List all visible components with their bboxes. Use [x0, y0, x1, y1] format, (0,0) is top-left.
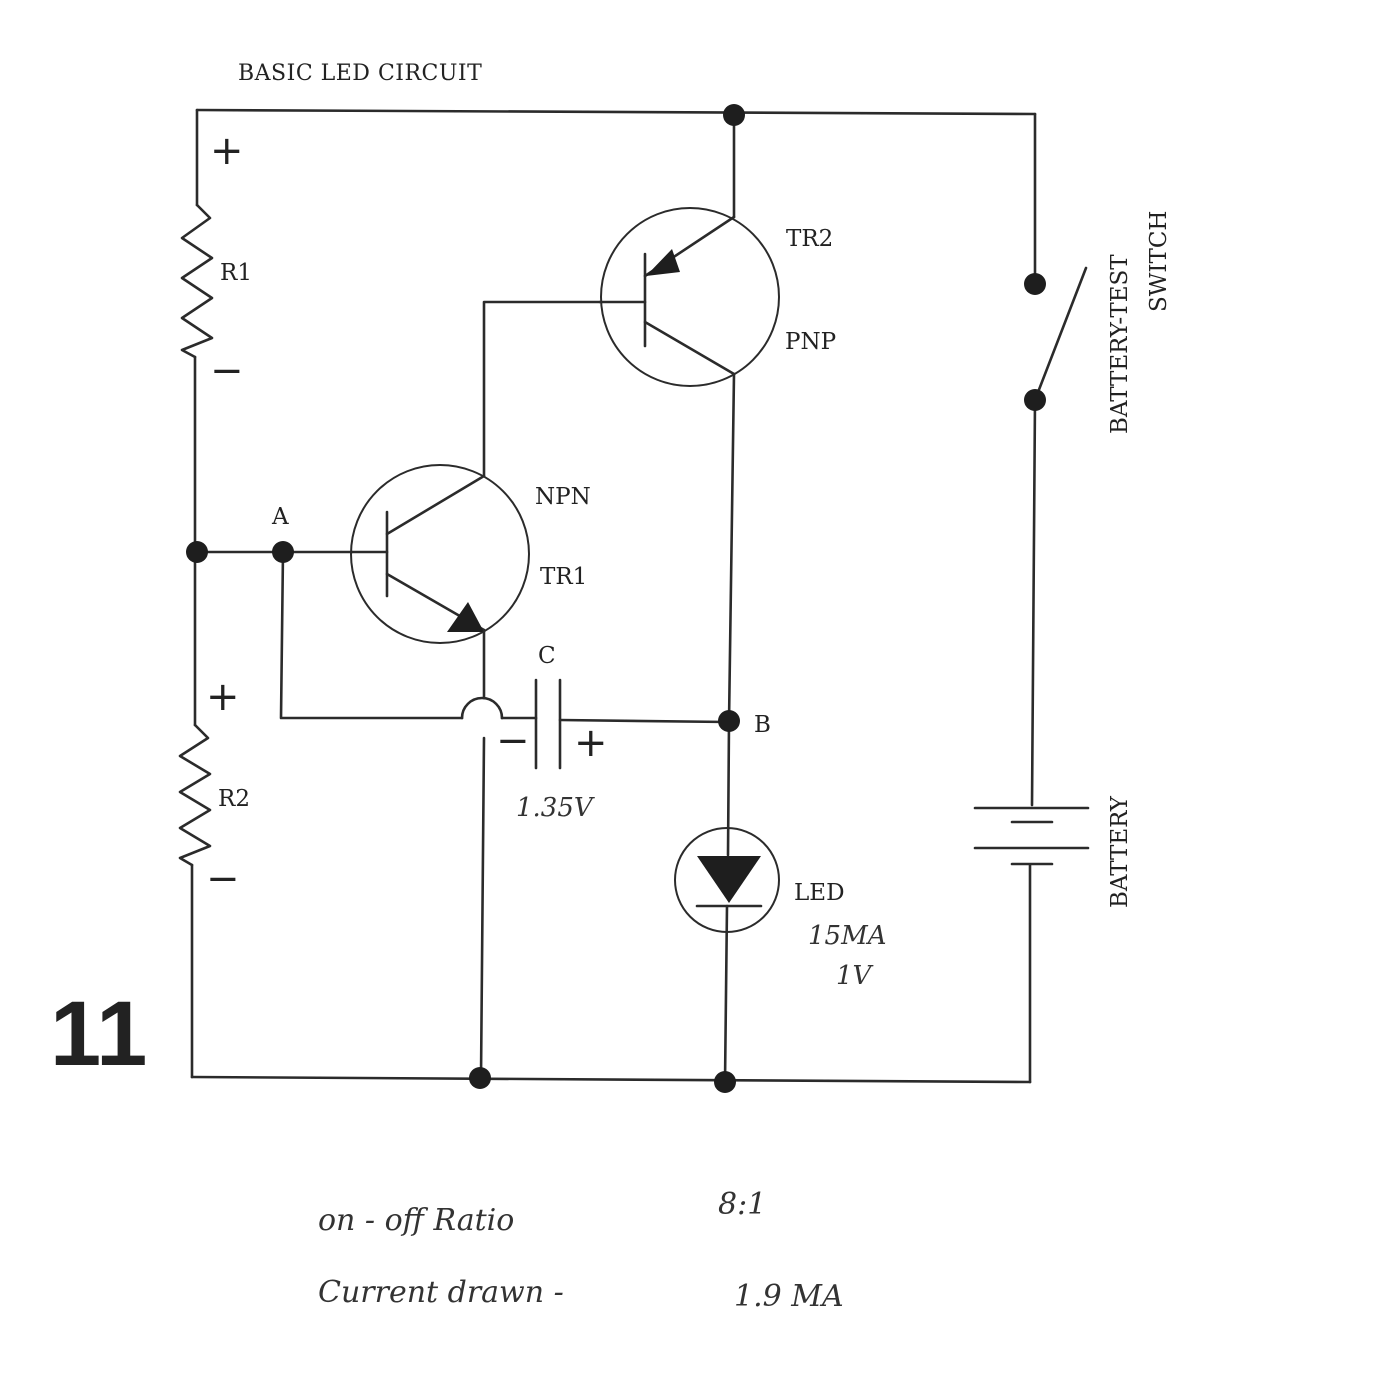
tr1-label: TR1 [540, 564, 587, 590]
cap-right-lead [558, 718, 730, 724]
switch-label-line1: BATTERY-TEST [1107, 254, 1133, 434]
junction-top [723, 104, 745, 126]
tr2-collector-wire [727, 372, 736, 724]
junction-bottom-left [469, 1067, 491, 1089]
r1-plus-sign: + [210, 128, 244, 174]
node-b-label: B [754, 712, 771, 738]
capacitor-label: C [538, 643, 556, 669]
battery-label: BATTERY [1107, 795, 1133, 908]
capacitor-plus-sign: + [574, 720, 608, 766]
tr1-emitter-arrow [447, 602, 484, 632]
diagram-title: BASIC LED CIRCUIT [238, 61, 482, 86]
capacitor-voltage-note: 1.35V [516, 793, 595, 823]
tr2-collector [643, 320, 736, 376]
led-label: LED [794, 880, 845, 906]
capacitor-minus-sign: − [496, 718, 530, 764]
r1-label: R1 [220, 260, 252, 286]
tr1-type-label: NPN [535, 484, 591, 510]
r2-plus-sign: + [206, 674, 240, 720]
wire-crossover-hop [460, 696, 504, 720]
r2-label: R2 [218, 786, 250, 812]
led-current-note: 15MA [808, 921, 886, 951]
tr2-transistor-body [600, 207, 780, 387]
switch-contact-top [1024, 273, 1046, 295]
r1-minus-sign: − [210, 348, 244, 394]
led-anode-wire [726, 720, 731, 857]
note-current-value: 1.9 MA [734, 1279, 844, 1314]
led-triangle [697, 856, 761, 903]
junction-bottom-right [714, 1071, 736, 1093]
tr2-label: TR2 [786, 226, 833, 252]
node-a-to-cap-wire [279, 550, 464, 720]
battery-test-switch-lever [1033, 266, 1088, 402]
note-current-label: Current drawn - [318, 1275, 564, 1310]
node-a-dot [272, 541, 294, 563]
switch-contact-bottom [1024, 389, 1046, 411]
tr2-emitter-arrow [646, 249, 680, 276]
right-rail-mid-wire [1030, 398, 1037, 807]
tr2-type-label: PNP [785, 329, 836, 355]
switch-label-line2: SWITCH [1146, 211, 1172, 312]
r1-resistor [180, 203, 214, 359]
note-ratio-label: on - off Ratio [318, 1203, 514, 1238]
page-number: 11 [50, 983, 147, 1085]
node-b-dot [718, 710, 740, 732]
tr1-collector [385, 474, 486, 536]
top-rail-wire [195, 108, 1037, 116]
tr1-emitter-wire-lower [479, 736, 486, 1079]
r2-resistor [178, 723, 212, 867]
note-ratio-value: 8:1 [718, 1187, 766, 1222]
r2-minus-sign: − [206, 856, 240, 902]
tr1-transistor-body [350, 464, 530, 644]
node-a-label: A [271, 504, 289, 530]
led-voltage-note: 1V [836, 961, 874, 991]
junction-left [186, 541, 208, 563]
bottom-rail-wire [190, 1075, 1032, 1084]
led-cathode-wire [723, 904, 729, 1084]
tr1-collector-to-tr2-base-wire [482, 300, 602, 478]
